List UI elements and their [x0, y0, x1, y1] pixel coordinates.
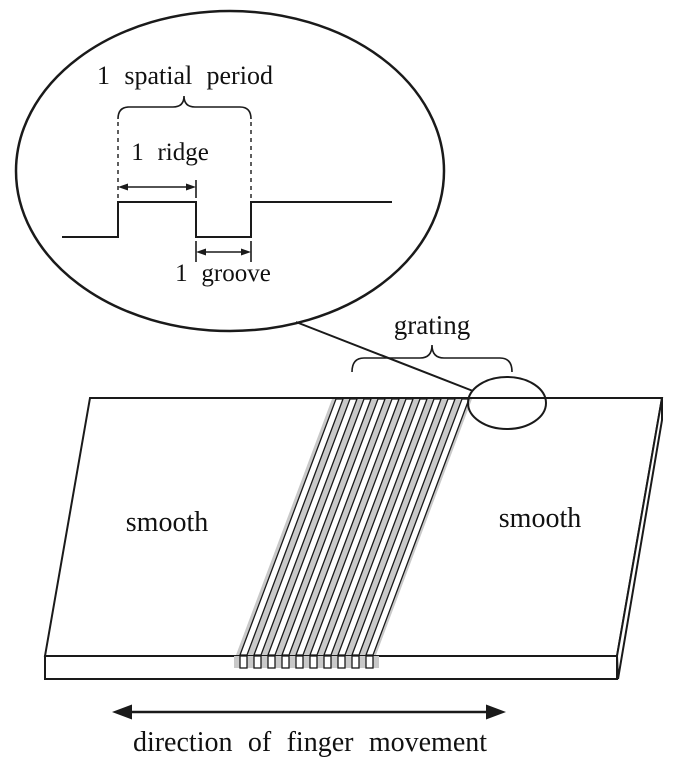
waveform-profile [62, 201, 392, 238]
ridge-label: 1 ridge [131, 139, 209, 166]
groove-label: 1 groove [175, 260, 271, 287]
grating-front-notches [234, 655, 379, 669]
smooth-right-label: smooth [499, 503, 581, 534]
spatial-period-label: 1 spatial period [97, 61, 273, 90]
smooth-left-label: smooth [126, 507, 208, 538]
callout-ellipse [467, 376, 547, 430]
direction-arrow [112, 704, 506, 720]
plate-right-face [615, 397, 663, 680]
ridge-dimension [118, 180, 197, 198]
grating-label: grating [394, 310, 470, 340]
plate: smooth smooth [43, 397, 664, 680]
spatial-period-brace [117, 95, 252, 120]
direction-label: direction of finger movement [133, 727, 487, 758]
groove-dimension [195, 241, 252, 262]
grating-brace [351, 344, 513, 373]
inset-magnified-view: 1 spatial period 1 ridge [14, 9, 446, 333]
zoom-ellipse [14, 9, 446, 333]
callout-line [295, 321, 474, 392]
